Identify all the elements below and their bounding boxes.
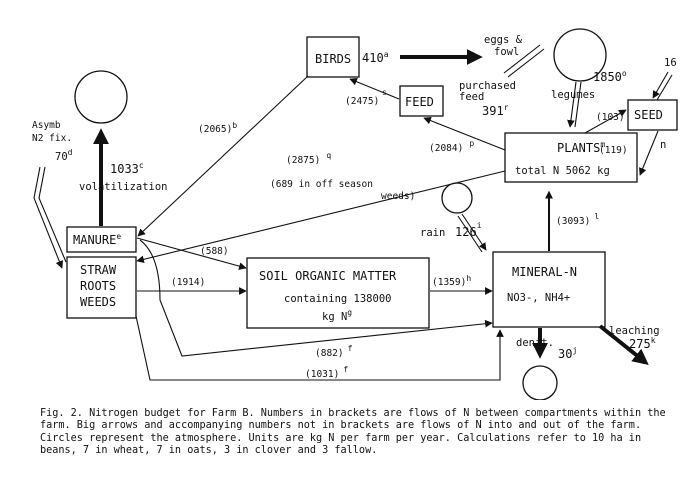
legumes-arrow <box>567 81 577 128</box>
plants-total: total N 5062 kg <box>515 165 610 177</box>
manure-to-som-arrow <box>136 237 247 270</box>
manure-to-mineral-value: (882)f <box>315 344 353 359</box>
denit-value: 30j <box>558 346 577 361</box>
straw-to-mineral-arrow <box>135 315 504 381</box>
leaching-value: 275k <box>629 336 656 351</box>
plants-to-straw-arrow <box>136 170 506 264</box>
rain-value: 126i <box>455 221 482 239</box>
feed-word-label: feed <box>459 91 484 103</box>
seed-box <box>627 99 678 131</box>
weeds-label: WEEDS <box>80 295 116 309</box>
straw-box <box>66 256 137 319</box>
birds-to-manure-arrow <box>137 75 309 237</box>
asymb-fixation-arrow <box>33 166 64 269</box>
mineral-to-plants-value: (3093)l <box>556 212 599 227</box>
legumes-label: legumes <box>551 89 595 101</box>
manure-label: MANUREe <box>73 232 121 247</box>
volatilization-value: 1033c <box>110 161 144 176</box>
atmosphere-circle-denit <box>522 365 558 400</box>
som-containing: containing 138000 <box>284 293 391 305</box>
atmosphere-circle-legumes <box>553 28 607 82</box>
feed-to-birds-arrow <box>349 78 400 100</box>
leaching-arrow <box>598 324 649 365</box>
asymb-value: 70d <box>55 148 73 163</box>
legumes-arrow-line2 <box>574 81 582 128</box>
manure-box <box>66 226 137 253</box>
asymb-label: Asymb <box>32 120 61 131</box>
plants-to-seed-arrow <box>584 109 627 134</box>
atmosphere-circle-rain <box>441 182 473 214</box>
eggs-label: eggs & <box>484 34 523 46</box>
feed-label: FEED <box>405 95 434 109</box>
som-kgn: kg Ng <box>322 308 352 323</box>
rain-label: rain <box>420 227 445 239</box>
off-season-line2: weeds) <box>381 191 415 202</box>
volatilization-label: volatilization <box>79 181 168 193</box>
mineral-title: MINERAL-N <box>512 265 577 279</box>
fowl-label: fowl <box>494 46 519 58</box>
legumes-value: 1850o <box>593 69 627 84</box>
seed-to-plants-arrow <box>639 130 659 176</box>
plants-to-feed-value: (2084)p <box>429 139 474 154</box>
seed-to-plants-value: (119) <box>599 145 628 156</box>
feed-to-birds-value: (2475) <box>345 96 379 107</box>
birds-out-value: 410a <box>362 50 389 65</box>
birds-label: BIRDS <box>315 52 351 66</box>
roots-label: ROOTS <box>80 279 116 293</box>
purchased-feed-arrow <box>503 44 541 74</box>
purchased-label: purchased <box>459 80 516 92</box>
straw-label: STRAW <box>80 263 117 277</box>
seed-label: SEED <box>634 108 663 122</box>
manure-to-som-value: (588) <box>200 246 229 257</box>
manure-to-mineral-arrow <box>139 239 493 357</box>
rain-arrow-line2 <box>457 215 483 253</box>
denit-label: denit. <box>516 337 554 349</box>
som-to-mineral-value: (1359)h <box>432 274 471 288</box>
leaching-label: leaching <box>609 325 660 337</box>
mineral-box <box>492 251 606 328</box>
purchased-value: 391r <box>482 103 509 118</box>
atmosphere-circle-asymb <box>74 70 128 124</box>
plants-box <box>504 132 638 183</box>
asymb-fixation-arrow-line2 <box>38 166 67 263</box>
purchased-feed-arrow-line2 <box>507 48 545 78</box>
som-box <box>246 257 430 329</box>
straw-to-mineral-value: (1031)f <box>305 365 348 380</box>
som-title: SOIL ORGANIC MATTER <box>259 269 397 283</box>
seed-in-arrow <box>652 71 669 99</box>
birds-box <box>306 36 360 78</box>
nitrogen-budget-diagram: BIRDS FEED SEED PLANTSm total N 5062 kg … <box>32 28 678 400</box>
mineral-species: NO3-, NH4+ <box>507 292 570 304</box>
off-season-line1: (689 in off season <box>270 179 373 190</box>
figure-caption: Fig. 2. Nitrogen budget for Farm B. Numb… <box>40 408 666 457</box>
plants-title: PLANTSm <box>557 140 605 155</box>
feed-box <box>399 85 444 117</box>
plants-to-straw-value: (2875)q <box>286 151 331 166</box>
feed-to-birds-sup: s <box>382 88 387 97</box>
rain-arrow <box>461 213 487 251</box>
seed-to-plants-sup: n <box>660 139 666 151</box>
seed-in-arrow-line2 <box>656 74 673 101</box>
plants-to-seed-value: (103) <box>596 112 625 123</box>
asymb-fix-label: N2 fix. <box>32 133 72 144</box>
birds-to-manure-value: (2065)b <box>198 121 237 135</box>
seed-in-value: 16 <box>664 57 677 69</box>
straw-to-som-value: (1914) <box>171 277 205 288</box>
plants-to-feed-arrow <box>423 116 506 151</box>
